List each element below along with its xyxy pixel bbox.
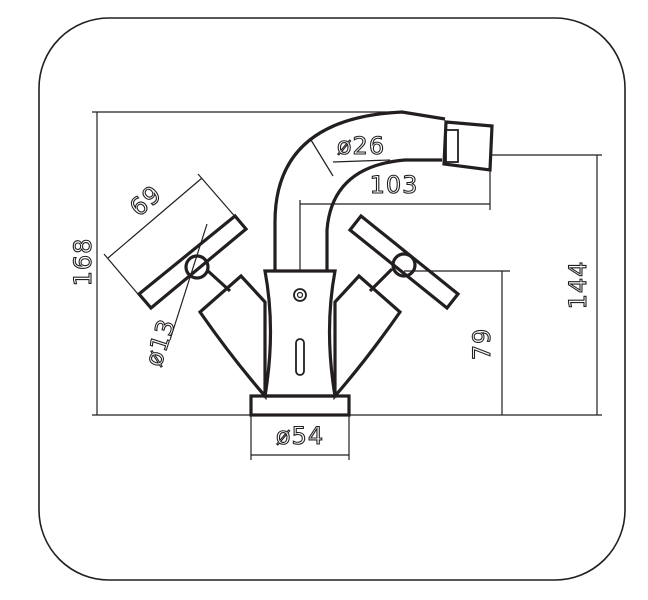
body-knob: [293, 288, 307, 302]
right-arm: [333, 273, 403, 401]
body-knob-inner: [296, 291, 304, 299]
right-handle-hub: [391, 252, 417, 278]
dim-handle-diameter: ø13: [140, 315, 182, 370]
dim-spout-height: 144: [564, 261, 592, 310]
spout-outer: [273, 110, 446, 271]
body-lever-slot: [295, 338, 305, 376]
left-arm: [197, 273, 267, 401]
dim-spout-reach: 103: [370, 171, 419, 199]
dim-overall-height: 168: [69, 238, 97, 287]
dim-spout-diameter: ø26: [337, 132, 385, 160]
left-handle-bar: [136, 213, 249, 311]
drawing-frame: [38, 17, 626, 581]
tap-outline: [136, 110, 494, 417]
left-handle-hub: [184, 254, 210, 280]
dimension-lines: [92, 111, 602, 460]
right-handle-bar: [347, 213, 461, 311]
dim-handle-length: 69: [124, 180, 167, 222]
dim-base-diameter: ø54: [276, 422, 324, 450]
spout-inner: [325, 158, 442, 271]
dim-body-height: 79: [468, 328, 496, 361]
spout-head-band: [445, 129, 459, 163]
